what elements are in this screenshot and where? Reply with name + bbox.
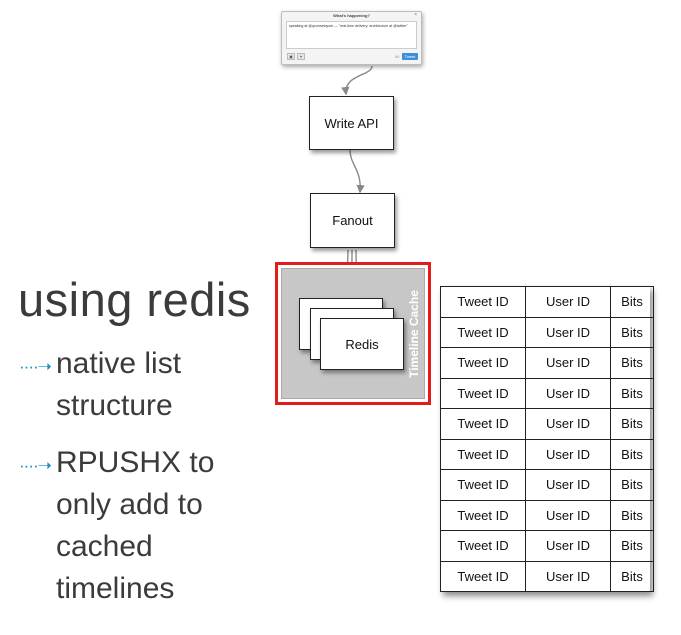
camera-icon[interactable]: ▣	[287, 53, 295, 60]
timeline-cache-label: Timeline Cache	[407, 289, 422, 378]
character-count: 66	[395, 54, 400, 59]
user-id-cell: User ID	[525, 316, 611, 348]
bullet-1-line-1: native list	[56, 347, 182, 380]
bits-cell: Bits	[610, 560, 654, 592]
user-id-cell: User ID	[525, 530, 611, 562]
close-icon[interactable]: ×	[414, 12, 417, 18]
bits-cell: Bits	[610, 377, 654, 409]
user-id-cell: User ID	[525, 438, 611, 470]
tweet-text-area[interactable]: speaking at @qconnewyork — "real-time de…	[286, 21, 417, 49]
user-id-cell: User ID	[525, 560, 611, 592]
slide-heading: using redis	[18, 273, 251, 326]
tweet-id-cell: Tweet ID	[440, 560, 526, 592]
tweet-button[interactable]: Tweet	[402, 53, 418, 60]
user-id-cell: User ID	[525, 377, 611, 409]
dialog-title: What's happening?	[333, 13, 370, 18]
bullet-1-line-2: structure	[56, 389, 173, 422]
tweet-id-cell: Tweet ID	[440, 530, 526, 562]
bits-cell: Bits	[610, 347, 654, 379]
user-id-cell: User ID	[525, 347, 611, 379]
write-api-label: Write API	[324, 115, 379, 131]
tweet-id-cell: Tweet ID	[440, 438, 526, 470]
tweet-id-cell: Tweet ID	[440, 347, 526, 379]
bullet-2-line-3: cached	[56, 530, 153, 563]
tweet-id-cell: Tweet ID	[440, 377, 526, 409]
bullet-arrow-icon: ····➝	[19, 357, 52, 376]
bullet-2-line-2: only add to	[56, 488, 203, 521]
user-id-cell: User ID	[525, 499, 611, 531]
user-id-cell: User ID	[525, 408, 611, 440]
fanout-label: Fanout	[332, 213, 373, 228]
bits-cell: Bits	[610, 408, 654, 440]
redis-instance-front: Redis	[320, 318, 404, 370]
bits-cell: Bits	[610, 499, 654, 531]
bits-cell: Bits	[610, 286, 654, 318]
write-api-box: Write API	[309, 96, 394, 150]
bullet-arrow-icon: ····➝	[19, 456, 52, 475]
tweet-id-cell: Tweet ID	[440, 316, 526, 348]
bits-cell: Bits	[610, 316, 654, 348]
fanout-box: Fanout	[310, 193, 395, 248]
tweet-id-cell: Tweet ID	[440, 408, 526, 440]
tweet-id-cell: Tweet ID	[440, 469, 526, 501]
bits-cell: Bits	[610, 469, 654, 501]
tweet-id-cell: Tweet ID	[440, 499, 526, 531]
user-id-cell: User ID	[525, 469, 611, 501]
user-id-cell: User ID	[525, 286, 611, 318]
location-icon[interactable]: ⌖	[297, 53, 305, 60]
bullet-2-line-4: timelines	[56, 572, 175, 605]
redis-label: Redis	[345, 336, 379, 352]
tweet-id-cell: Tweet ID	[440, 286, 526, 318]
bits-cell: Bits	[610, 530, 654, 562]
arrow-writeapi-to-fanout	[349, 149, 365, 194]
bits-cell: Bits	[610, 438, 654, 470]
tweet-compose-dialog: What's happening? × speaking at @qconnew…	[281, 11, 422, 65]
arrow-dialog-to-writeapi	[341, 65, 373, 96]
bullet-2-line-1: RPUSHX to	[56, 446, 215, 479]
